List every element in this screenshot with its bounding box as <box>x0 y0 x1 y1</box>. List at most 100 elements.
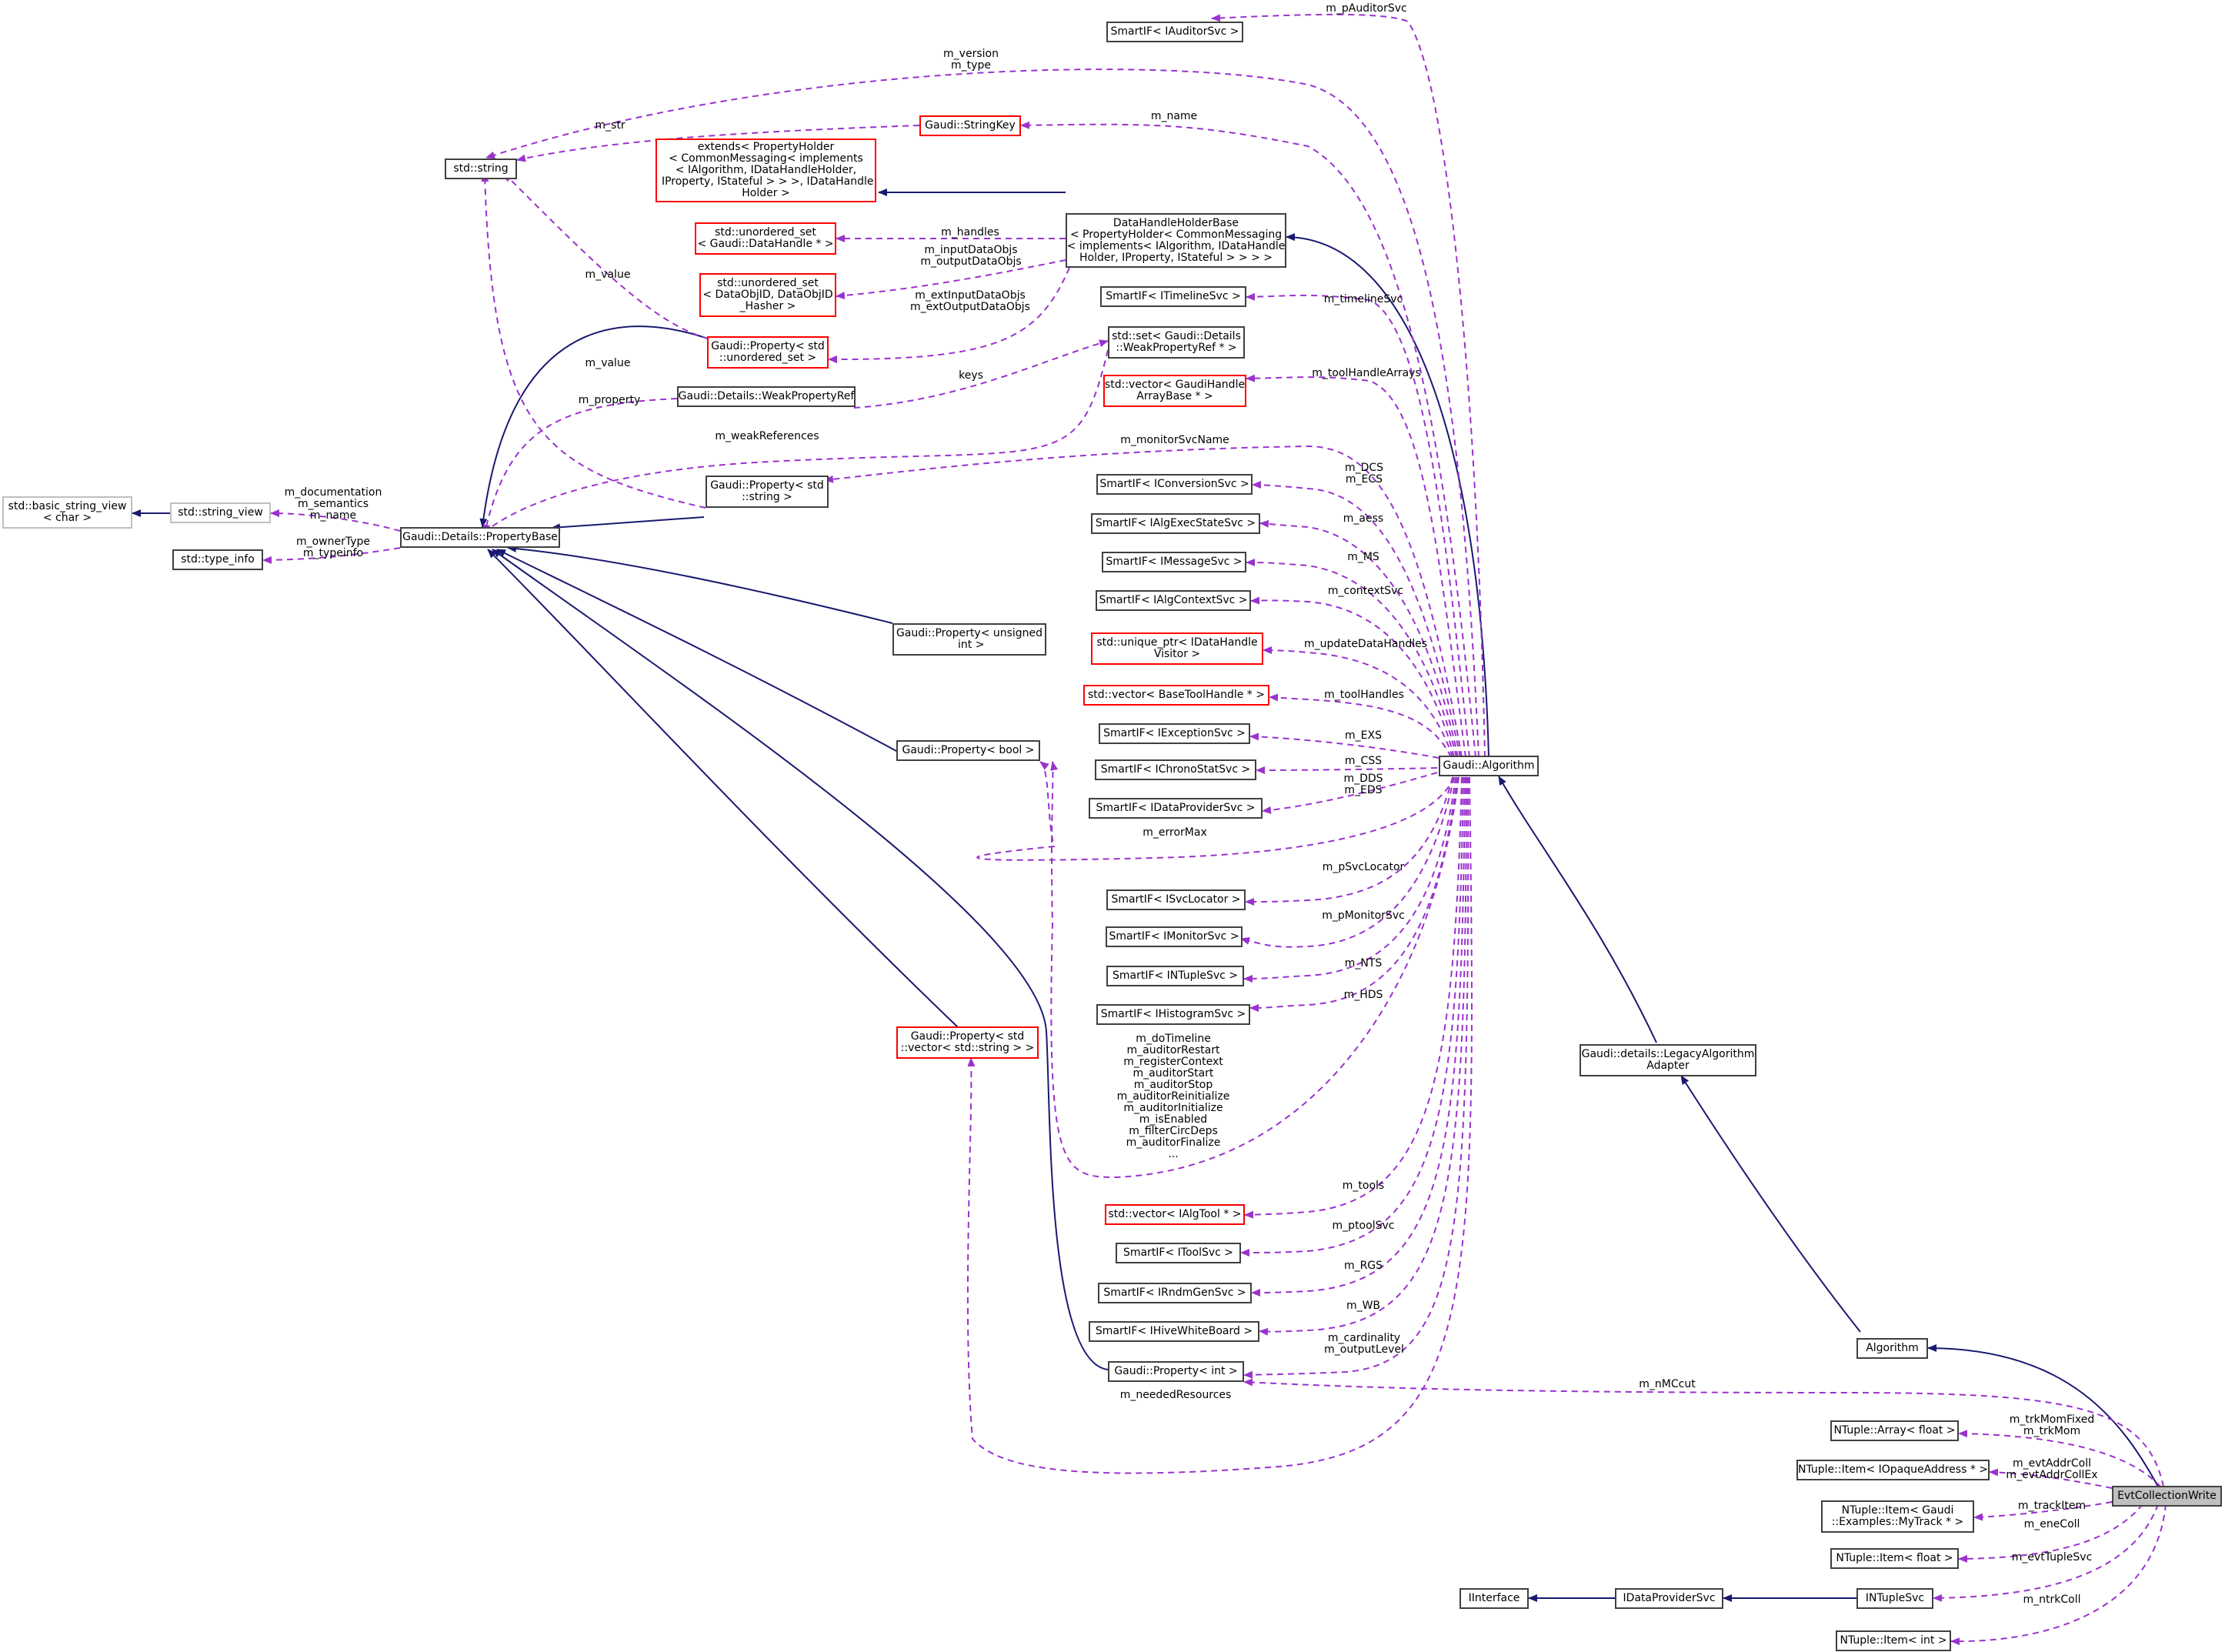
edge-label-m-ptoolsvc: m_ptoolSvc <box>1332 1220 1395 1232</box>
node-iinterface[interactable]: IInterface <box>1459 1588 1529 1609</box>
node-dataprovider-smartif[interactable]: SmartIF< IDataProviderSvc > <box>1089 798 1263 819</box>
node-ntuple-svc-smartif[interactable]: SmartIF< INTupleSvc > <box>1106 966 1244 986</box>
edge-usage-m-dds-eds <box>1262 772 1438 814</box>
edge-label-m-value-a: m_value <box>585 269 631 281</box>
edge-label-m-aess: m_aess <box>1343 512 1384 525</box>
node-chronostat-svc[interactable]: SmartIF< IChronoStatSvc > <box>1095 759 1256 780</box>
node-uset-datahandle[interactable]: std::unordered_set < Gaudi::DataHandle *… <box>695 222 836 255</box>
edge-usage-m-ownertype <box>262 547 401 564</box>
edge-label-m-errormax: m_errorMax <box>1143 826 1207 839</box>
node-rndmgen-svc[interactable]: SmartIF< IRndmGenSvc > <box>1098 1283 1252 1303</box>
node-type-info[interactable]: std::type_info <box>172 549 263 570</box>
node-vec-toolhandlearray[interactable]: std::vector< GaudiHandle ArrayBase * > <box>1103 375 1246 407</box>
node-ntuple-array-float[interactable]: NTuple::Array< float > <box>1830 1420 1959 1441</box>
node-intuplesvc[interactable]: INTupleSvc <box>1856 1588 1933 1609</box>
node-basic-string-view[interactable]: std::basic_string_view < char > <box>2 496 132 529</box>
edge-usage-m-inputoutput <box>836 259 1066 300</box>
edge-label-m-psvclocator: m_pSvcLocator <box>1322 861 1405 873</box>
edge-usage-m-trkmom <box>1958 1430 2161 1487</box>
edge-usage-m-evttuplesvc <box>1933 1503 2159 1602</box>
node-string-key[interactable]: Gaudi::StringKey <box>919 115 1021 136</box>
edge-label-m-ms: m_MS <box>1347 551 1379 563</box>
edge-usage-m-ms <box>1246 559 1457 758</box>
edge-usage-m-property <box>482 398 678 534</box>
node-uptr-visitor[interactable]: std::unique_ptr< IDataHandle Visitor > <box>1091 632 1263 665</box>
node-extends-holder[interactable]: extends< PropertyHolder < CommonMessagin… <box>655 139 876 202</box>
edge-usage-m-timelinesvc <box>1246 292 1470 758</box>
edge-label-m-ownertype: m_ownerType m_typeinfo <box>295 536 371 559</box>
node-ntuple-item-opaque[interactable]: NTuple::Item< IOpaqueAddress * > <box>1796 1460 1990 1480</box>
edge-label-m-enecoll: m_eneColl <box>2023 1518 2080 1530</box>
node-prop-int[interactable]: Gaudi::Property< int > <box>1108 1361 1244 1382</box>
node-ntuple-item-mytrack[interactable]: NTuple::Item< Gaudi ::Examples::MyTrack … <box>1821 1500 1974 1533</box>
edge-usage-m-monitorsvcname <box>824 445 1463 758</box>
node-vec-basetoolhandle[interactable]: std::vector< BaseToolHandle * > <box>1083 685 1269 706</box>
edge-label-m-pauditorsvc: m_pAuditorSvc <box>1326 2 1407 15</box>
node-gaudi-algorithm[interactable]: Gaudi::Algorithm <box>1439 756 1539 776</box>
edge-usage-m-contextsvc <box>1250 596 1455 758</box>
node-algcontext-svc[interactable]: SmartIF< IAlgContextSvc > <box>1096 590 1251 611</box>
edge-inherit-propbase-to-propstring <box>551 516 705 532</box>
edge-usage-m-version-type <box>485 68 1479 758</box>
node-hivewb[interactable]: SmartIF< IHiveWhiteBoard > <box>1089 1321 1259 1342</box>
edge-label-keys: keys <box>959 369 983 382</box>
edge-label-m-trackitem: m_trackItem <box>2017 1500 2087 1512</box>
node-legacy-adapter[interactable]: Gaudi::details::LegacyAlgorithm Adapter <box>1580 1044 1756 1076</box>
node-algexecstate-svc[interactable]: SmartIF< IAlgExecStateSvc > <box>1091 513 1260 534</box>
edge-usage-m-tools <box>1244 776 1463 1219</box>
node-vec-algtool[interactable]: std::vector< IAlgTool * > <box>1105 1204 1245 1225</box>
node-monitor-svc[interactable]: SmartIF< IMonitorSvc > <box>1106 926 1243 947</box>
node-timeline-svc[interactable]: SmartIF< ITimelineSvc > <box>1100 286 1246 307</box>
node-message-svc[interactable]: SmartIF< IMessageSvc > <box>1102 552 1246 572</box>
node-exception-svc[interactable]: SmartIF< IExceptionSvc > <box>1099 723 1250 744</box>
edge-label-m-neededresources: m_neededResources <box>1119 1389 1232 1401</box>
edge-usage-m-value-a <box>503 172 709 339</box>
node-svclocator[interactable]: SmartIF< ISvcLocator > <box>1106 889 1246 910</box>
node-algorithm[interactable]: Algorithm <box>1856 1338 1928 1359</box>
edge-usage-m-pmonitorsvc <box>1240 776 1455 948</box>
node-set-weakref[interactable]: std::set< Gaudi::Details ::WeakPropertyR… <box>1108 326 1245 359</box>
edge-inherit-propbase-to-propunsigned <box>507 545 893 624</box>
node-string-view[interactable]: std::string_view <box>170 502 271 523</box>
edge-usage-m-doc-sem-name <box>270 509 401 532</box>
edge-label-m-doc-sem-name: m_documentation m_semantics m_name <box>284 486 382 522</box>
node-prop-bool[interactable]: Gaudi::Property< bool > <box>896 740 1040 761</box>
edge-label-m-css: m_CSS <box>1344 755 1383 767</box>
edge-label-m-property: m_property <box>578 394 641 406</box>
node-auditor-svc[interactable]: SmartIF< IAuditorSvc > <box>1106 22 1243 42</box>
edge-usage-m-rgs <box>1251 776 1466 1297</box>
node-prop-vec-string[interactable]: Gaudi::Property< std ::vector< std::stri… <box>896 1026 1039 1059</box>
node-prop-uset[interactable]: Gaudi::Property< std ::unordered_set > <box>707 336 829 369</box>
edge-label-m-name: m_name <box>1150 110 1198 122</box>
edge-usage-m-hds <box>1249 776 1458 1012</box>
edge-usage-m-neededresources <box>966 776 1473 1474</box>
node-idataprovidersvc[interactable]: IDataProviderSvc <box>1615 1588 1723 1609</box>
edge-label-m-bool-list: m_doTimeline m_auditorRestart m_register… <box>1116 1033 1230 1160</box>
edge-label-m-ntrkcoll: m_ntrkColl <box>2023 1594 2081 1606</box>
edge-usage-m-value-b <box>481 172 706 509</box>
node-dh-holder-base[interactable]: DataHandleHolderBase < PropertyHolder< C… <box>1066 213 1286 268</box>
node-std-string[interactable]: std::string <box>445 159 517 179</box>
node-evt-collection-write[interactable]: EvtCollectionWrite <box>2112 1486 2222 1507</box>
node-weak-prop-ref[interactable]: Gaudi::Details::WeakPropertyRef <box>677 386 856 407</box>
edge-usage-m-ntrkcoll <box>1950 1503 2167 1646</box>
edge-label-m-monitorsvcname: m_monitorSvcName <box>1120 434 1229 446</box>
edge-label-m-nmccut: m_nMCcut <box>1639 1378 1696 1390</box>
node-ntuple-item-int[interactable]: NTuple::Item< int > <box>1836 1630 1951 1651</box>
edge-label-m-pmonitorsvc: m_pMonitorSvc <box>1322 909 1405 922</box>
edge-usage-m-wb <box>1259 776 1467 1336</box>
node-tool-svc[interactable]: SmartIF< IToolSvc > <box>1116 1243 1241 1263</box>
node-ntuple-item-float[interactable]: NTuple::Item< float > <box>1830 1548 1959 1569</box>
node-property-base[interactable]: Gaudi::Details::PropertyBase <box>400 527 560 548</box>
node-prop-unsigned[interactable]: Gaudi::Property< unsigned int > <box>892 623 1046 656</box>
edge-label-m-trkmom: m_trkMomFixed m_trkMom <box>2009 1413 2095 1437</box>
node-conversion-svc[interactable]: SmartIF< IConversionSvc > <box>1096 474 1253 495</box>
edge-label-m-weakreferences: m_weakReferences <box>715 430 819 442</box>
edge-label-m-toolhandlearrays: m_toolHandleArrays <box>1312 367 1421 379</box>
edge-label-m-handles: m_handles <box>941 226 999 239</box>
node-uset-dataobjid[interactable]: std::unordered_set < DataObjID, DataObjI… <box>699 273 836 317</box>
node-prop-string[interactable]: Gaudi::Property< std ::string > <box>706 476 829 508</box>
node-histogram-svc[interactable]: SmartIF< IHistogramSvc > <box>1096 1004 1250 1025</box>
edge-usage-m-css <box>1256 766 1438 774</box>
